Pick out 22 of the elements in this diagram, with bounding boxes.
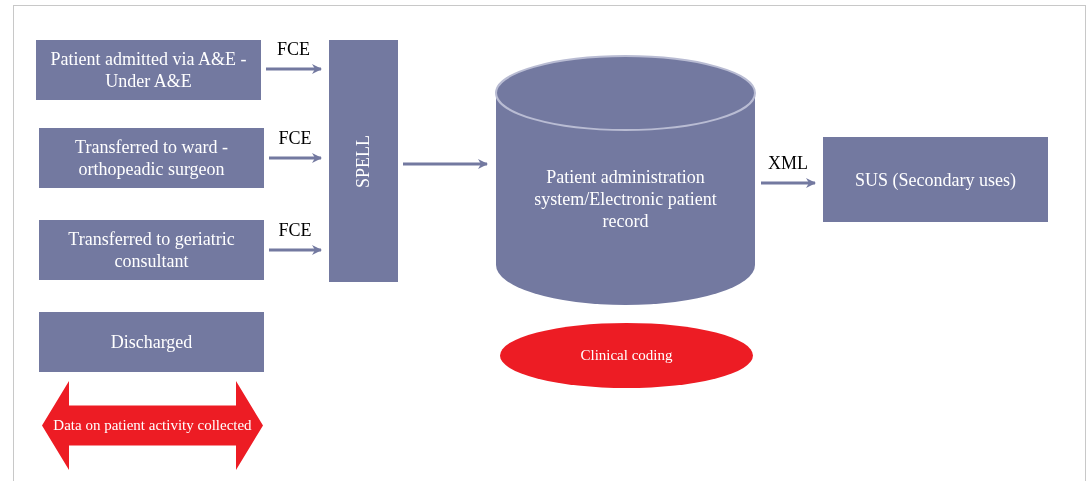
process-box [39,312,264,372]
arrow [403,159,488,169]
database-cylinder [495,53,756,305]
node-label: Transferred to ward - orthopeadic surgeon [74,136,229,180]
node-label: Data on patient activity collected [53,416,252,435]
node-label: Transferred to geriatric consultant [67,228,236,272]
node-label: Patient admitted via A&E - Under A&E [49,48,248,92]
node-label: SPELL [352,134,374,188]
node-label: Discharged [110,331,193,353]
ellipse [500,323,753,388]
arrow [269,153,322,163]
arrow [266,64,322,74]
process-box [823,137,1048,222]
node-label: Clinical coding [580,346,673,366]
double-arrow [42,381,263,470]
arrow [761,178,816,188]
node-label: Patient administration system/Electronic patient record [533,166,718,232]
node-label: SUS (Secondary uses) [855,168,1016,191]
process-box [39,128,264,188]
spell-bar [329,40,398,282]
process-box [39,220,264,280]
process-box [36,40,261,100]
